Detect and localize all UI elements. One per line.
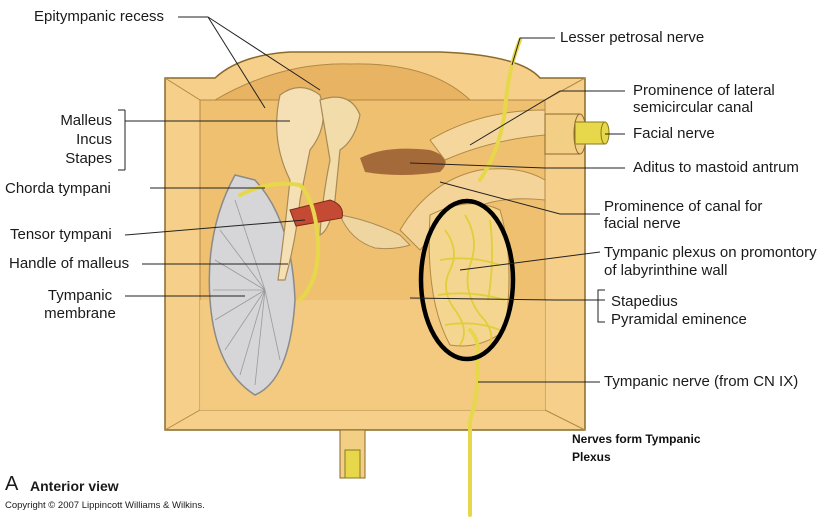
tympanic-plexus-network	[437, 214, 506, 346]
label-tensor-tympani: Tensor tympani	[10, 226, 112, 243]
view-title: Anterior view	[30, 478, 119, 494]
label-prominence-lateral-line1: Prominence of lateral	[633, 82, 775, 99]
aditus-opening	[360, 148, 446, 175]
annotation-line1: Nerves form Tympanic	[572, 432, 701, 446]
label-incus: Incus	[76, 131, 112, 148]
annotation-line2: Plexus	[572, 450, 611, 464]
stapes-shape	[339, 214, 411, 250]
label-tympanic-plexus-line2: of labyrinthine wall	[604, 262, 728, 279]
label-tympanic-membrane-line2: membrane	[44, 305, 116, 322]
label-facial-nerve: Facial nerve	[633, 125, 715, 142]
label-stapes: Stapes	[65, 150, 112, 167]
label-prominence-lateral-line2: semicircular canal	[633, 99, 754, 116]
label-epitympanic-recess: Epitympanic recess	[34, 8, 165, 25]
label-stapedius: Stapedius	[611, 293, 678, 310]
label-handle-of-malleus: Handle of malleus	[9, 255, 130, 272]
label-prominence-canal-line1: Prominence of canal for	[604, 198, 763, 215]
tympanic-plexus-highlight-ring	[418, 198, 516, 362]
label-tympanic-membrane-line1: Tympanic	[47, 287, 113, 304]
label-aditus: Aditus to mastoid antrum	[633, 159, 799, 176]
label-pyramidal-eminence: Pyramidal eminence	[611, 311, 747, 328]
label-tympanic-nerve: Tympanic nerve (from CN IX)	[604, 373, 799, 390]
view-letter: A	[5, 473, 19, 495]
label-prominence-canal-line2: facial nerve	[604, 215, 681, 232]
label-lesser-petrosal-nerve: Lesser petrosal nerve	[560, 29, 705, 46]
membrane-radial-lines	[213, 199, 281, 386]
leader-lines	[118, 16, 625, 383]
label-malleus: Malleus	[60, 112, 112, 129]
epitympanic-dome	[213, 63, 472, 101]
label-chorda-tympani: Chorda tympani	[5, 180, 111, 197]
copyright-text: Copyright © 2007 Lippincott Williams & W…	[5, 500, 205, 511]
label-tympanic-plexus-line1: Tympanic plexus on promontory	[604, 244, 817, 261]
tensor-tympani-muscle	[289, 199, 343, 227]
